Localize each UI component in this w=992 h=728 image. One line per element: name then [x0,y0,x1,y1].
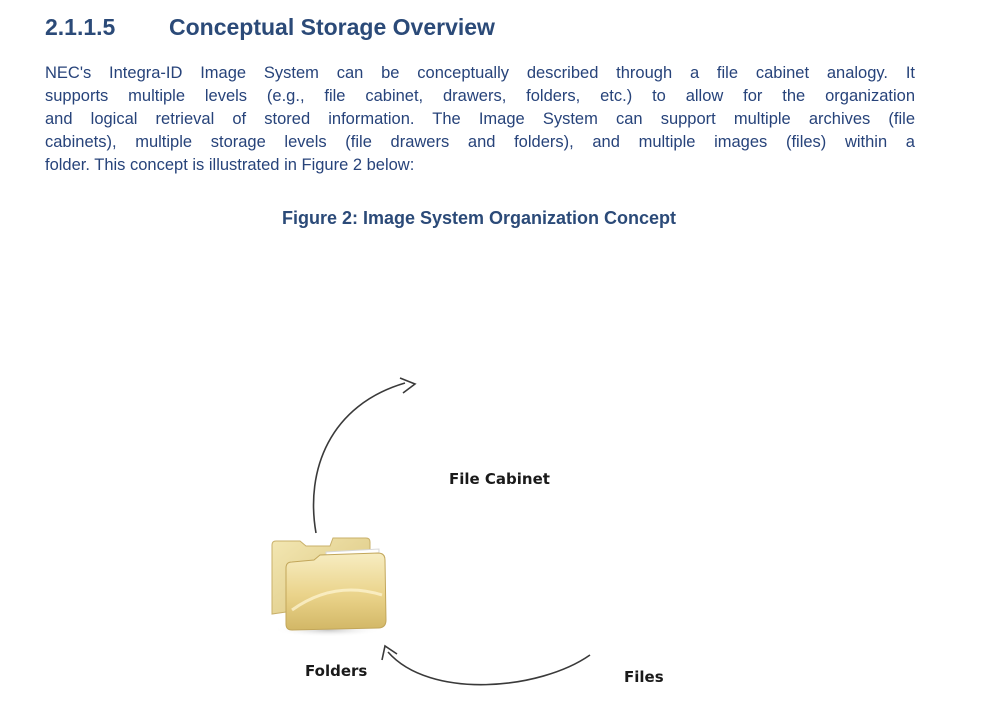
folder-icon [271,537,387,637]
label-file-cabinet: File Cabinet [449,470,550,488]
lower-arc-arrow [381,644,591,686]
label-folders: Folders [305,662,368,680]
section-title: Conceptual Storage Overview [169,14,495,40]
upper-arc-arrow [312,377,417,534]
section-number: 2.1.1.5 [45,14,116,40]
paragraph-line: NEC's Integra-ID Image System can be con… [45,64,915,82]
paragraph-line: cabinets), multiple storage levels (file… [45,133,915,151]
label-files: Files [624,668,664,686]
paragraph-line: and logical retrieval of stored informat… [45,110,915,128]
body-paragraph: NEC's Integra-ID Image System can be con… [45,62,915,177]
section-heading: 2.1.1.5 Conceptual Storage Overview [45,14,495,41]
paragraph-line: supports multiple levels (e.g., file cab… [45,87,915,105]
paragraph-line: folder. This concept is illustrated in F… [45,156,415,174]
figure-caption: Figure 2: Image System Organization Conc… [281,208,677,228]
